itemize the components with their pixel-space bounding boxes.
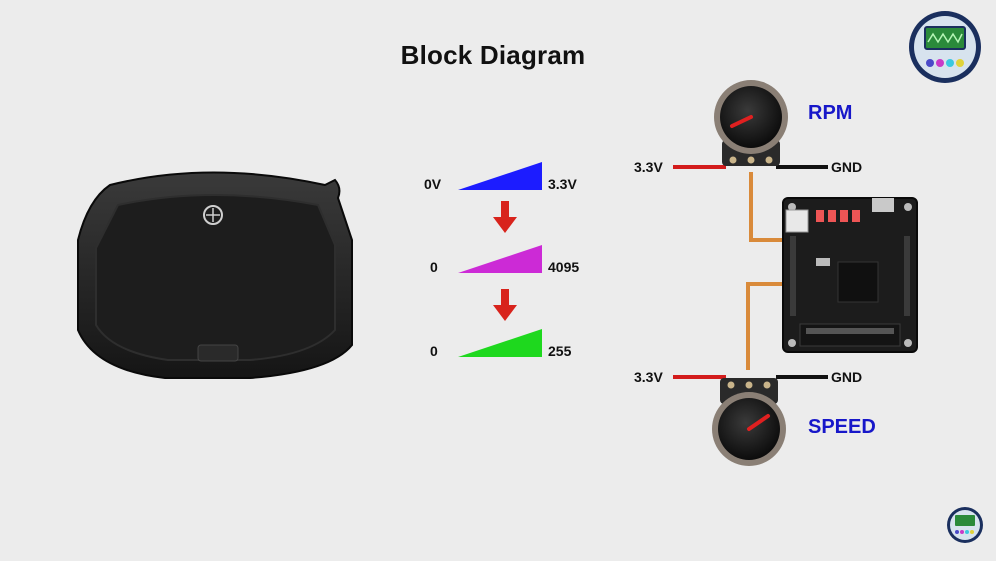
speed-vcc-label: 3.3V [634,369,663,385]
oscilloscope-logo-icon [947,507,983,543]
diagram-title: Block Diagram [400,40,586,70]
arrow-down-icon [493,289,517,321]
arrow-down-icon [493,201,517,233]
rpm-gnd-label: GND [831,159,863,175]
ramp-pwm [458,329,542,357]
ramp-voltage-min: 0V [424,176,442,192]
rpm-potentiometer[interactable] [714,80,788,166]
yamaha-logo-icon [203,205,223,225]
ramp-adc [458,245,542,273]
ramp-voltage [458,162,542,190]
microcontroller-board [782,197,918,353]
motorcycle-dashboard-image [77,171,353,379]
ramp-pwm-max: 255 [548,343,572,359]
ramp-adc-max: 4095 [548,259,580,275]
rpm-vcc-label: 3.3V [634,159,663,175]
wiring [673,165,828,379]
ramp-pwm-min: 0 [430,343,438,359]
oscilloscope-logo-icon [909,11,981,83]
speed-gnd-label: GND [831,369,863,385]
ramp-voltage-max: 3.3V [548,176,577,192]
speed-potentiometer[interactable] [712,378,786,466]
rpm-label: RPM [808,102,853,124]
speed-label: SPEED [808,416,876,438]
ramp-adc-min: 0 [430,259,438,275]
